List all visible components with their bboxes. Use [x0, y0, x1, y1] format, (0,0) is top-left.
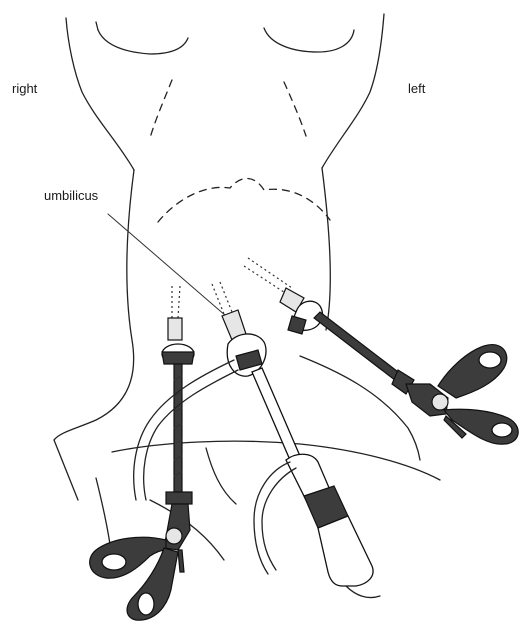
left-grasper-shaft [314, 312, 406, 384]
ribcage-outline [158, 179, 330, 223]
chin-outline [98, 30, 188, 54]
left-neck-line [322, 14, 384, 168]
right-grasper [90, 286, 194, 620]
left-torso-line [322, 168, 330, 330]
right-neck-line [66, 18, 134, 170]
camera-cable [254, 462, 290, 574]
left-grasper-handle-ring [438, 345, 507, 398]
label-umbilicus: umbilicus [44, 189, 98, 202]
right-torso-line [54, 170, 134, 440]
label-right: right [12, 82, 37, 95]
left-grasper [244, 258, 518, 444]
umbilicus-pointer-line [108, 214, 226, 316]
light-cable [134, 360, 234, 500]
chin-outline-left [264, 28, 354, 52]
label-left: left [408, 82, 425, 95]
scope-shaft [252, 368, 300, 460]
